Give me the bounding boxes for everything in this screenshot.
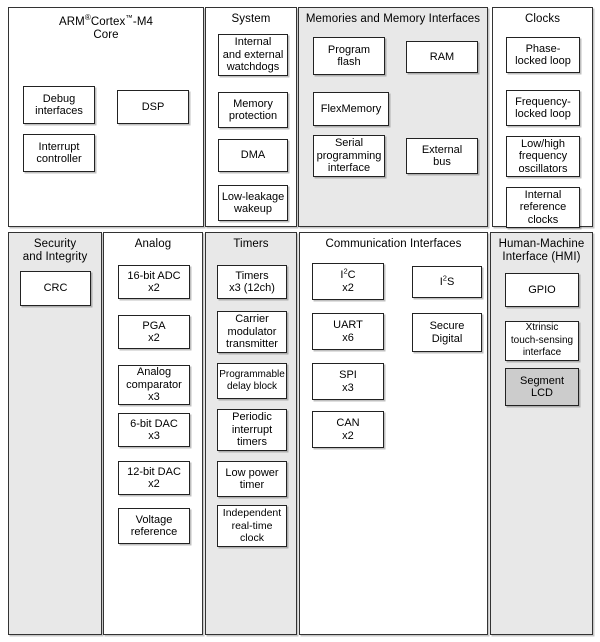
block-timers[interactable]: Timers x3 (12ch) xyxy=(217,265,287,299)
block-oscillators[interactable]: Low/high frequency oscillators xyxy=(506,136,580,177)
block-interrupt-controller[interactable]: Interrupt controller xyxy=(23,134,95,172)
block-low-power-timer[interactable]: Low power timer xyxy=(217,461,287,497)
group-analog: Analog 16-bit ADC x2 PGA x2 Analog compa… xyxy=(103,232,203,635)
block-i2s-label: I2S xyxy=(439,273,455,288)
block-frequency-locked-loop[interactable]: Frequency- locked loop xyxy=(506,90,580,126)
block-voltage-reference[interactable]: Voltage reference xyxy=(118,508,190,544)
block-xtrinsic-touch-sensing-interface[interactable]: Xtrinsic touch-sensing interface xyxy=(505,321,579,361)
block-periodic-interrupt-timers[interactable]: Periodic interrupt timers xyxy=(217,409,287,451)
group-title-system: System xyxy=(231,13,271,25)
block-debug-interfaces[interactable]: Debug interfaces xyxy=(23,86,95,124)
group-clocks: Clocks Phase- locked loop Frequency- loc… xyxy=(492,7,593,228)
block-can[interactable]: CAN x2 xyxy=(312,411,384,448)
block-dac-6bit[interactable]: 6-bit DAC x3 xyxy=(118,413,190,447)
group-title-memories: Memories and Memory Interfaces xyxy=(305,13,481,25)
block-secure-digital[interactable]: Secure Digital xyxy=(412,313,482,352)
group-memories: Memories and Memory Interfaces Program f… xyxy=(298,7,488,227)
block-independent-real-time-clock[interactable]: Independent real-time clock xyxy=(217,505,287,547)
block-i2s[interactable]: I2S xyxy=(412,266,482,298)
group-title-timers: Timers xyxy=(233,238,269,250)
block-programmable-delay-block[interactable]: Programmable delay block xyxy=(217,363,287,399)
block-serial-programming-interface[interactable]: Serial programming interface xyxy=(313,135,385,177)
block-adc-16bit[interactable]: 16-bit ADC x2 xyxy=(118,265,190,299)
block-flexmemory[interactable]: FlexMemory xyxy=(313,92,389,126)
block-low-leakage-wakeup[interactable]: Low-leakage wakeup xyxy=(218,185,288,221)
block-analog-comparator[interactable]: Analog comparator x3 xyxy=(118,365,190,405)
block-ram[interactable]: RAM xyxy=(406,41,478,73)
group-title-analog: Analog xyxy=(134,238,172,250)
block-pga[interactable]: PGA x2 xyxy=(118,315,190,349)
block-dma[interactable]: DMA xyxy=(218,139,288,172)
group-system: System Internal and external watchdogs M… xyxy=(205,7,297,227)
group-timers: Timers Timers x3 (12ch) Carrier modulato… xyxy=(205,232,297,635)
block-dsp[interactable]: DSP xyxy=(117,90,189,124)
block-dac-12bit[interactable]: 12-bit DAC x2 xyxy=(118,461,190,495)
group-title-communication-interfaces: Communication Interfaces xyxy=(325,238,462,250)
block-internal-reference-clocks[interactable]: Internal reference clocks xyxy=(506,187,580,228)
block-memory-protection[interactable]: Memory protection xyxy=(218,92,288,128)
group-title-hmi: Human-Machine Interface (HMI) xyxy=(498,238,585,263)
block-program-flash[interactable]: Program flash xyxy=(313,37,385,75)
group-title-security-and-integrity: Security and Integrity xyxy=(22,238,88,263)
block-crc[interactable]: CRC xyxy=(20,271,91,306)
group-title-clocks: Clocks xyxy=(524,13,561,25)
block-watchdogs[interactable]: Internal and external watchdogs xyxy=(218,34,288,76)
block-external-bus[interactable]: External bus xyxy=(406,138,478,174)
block-segment-lcd[interactable]: Segment LCD xyxy=(505,368,579,406)
group-hmi: Human-Machine Interface (HMI) GPIO Xtrin… xyxy=(490,232,593,635)
block-spi[interactable]: SPI x3 xyxy=(312,363,384,400)
block-uart[interactable]: UART x6 xyxy=(312,313,384,350)
block-phase-locked-loop[interactable]: Phase- locked loop xyxy=(506,37,580,73)
group-security-and-integrity: Security and Integrity CRC xyxy=(8,232,102,635)
block-carrier-modulator-transmitter[interactable]: Carrier modulator transmitter xyxy=(217,311,287,353)
block-gpio[interactable]: GPIO xyxy=(505,273,579,307)
